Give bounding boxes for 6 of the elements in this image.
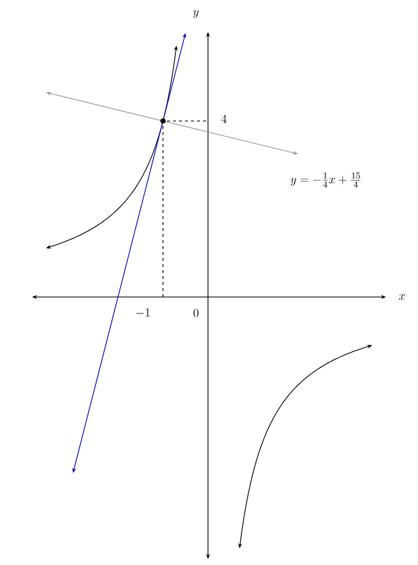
axis-label: $y$ bbox=[193, 10, 199, 18]
tick-label: $4$ bbox=[221, 114, 227, 123]
tick-label: $-1$ bbox=[136, 308, 150, 316]
axis-label: $x$ bbox=[399, 294, 405, 300]
tick-label: $0$ bbox=[194, 308, 198, 318]
equation-label: $y=-\frac{1}{4}x+\frac{15}{4}$ bbox=[290, 172, 360, 188]
